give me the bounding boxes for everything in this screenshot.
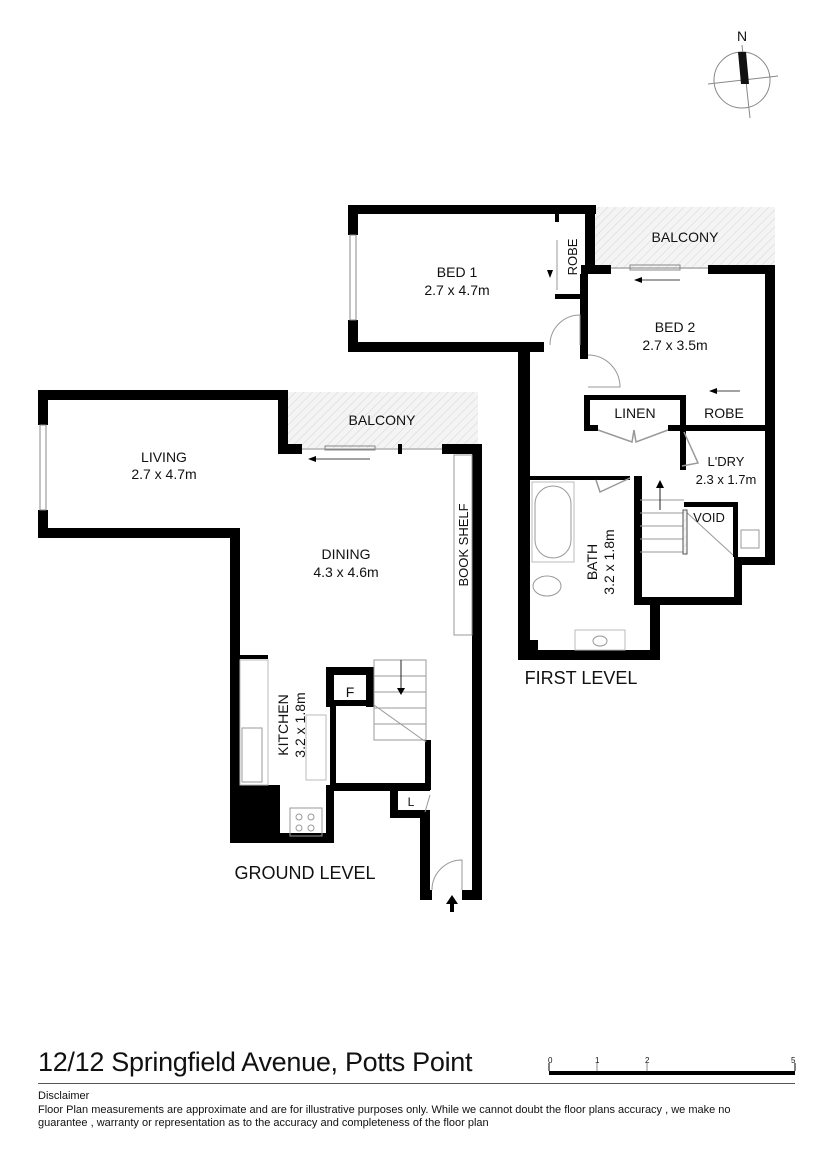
ground-balcony-area — [288, 392, 478, 448]
scale-tick-2: 2 — [645, 1056, 650, 1065]
room-bed2-name: BED 2 — [655, 319, 696, 335]
disclaimer-heading: Disclaimer — [38, 1090, 90, 1102]
first-balcony-area — [595, 207, 775, 269]
first-walls — [348, 205, 775, 660]
room-laundry-size: 2.3 x 1.7m — [696, 472, 757, 487]
first-level-plan: BED 1 2.7 x 4.7m BED 2 2.7 x 3.5m BATH 3… — [348, 205, 775, 688]
room-bath-name: BATH — [584, 544, 600, 580]
room-kitchen-name: KITCHEN — [275, 694, 291, 755]
room-bath-size: 3.2 x 1.8m — [601, 529, 617, 594]
room-robe-bed2: ROBE — [704, 405, 744, 421]
scale-tick-1: 1 — [595, 1056, 600, 1065]
room-laundry-name: L'DRY — [708, 454, 745, 469]
room-bed1-size: 2.7 x 4.7m — [424, 282, 489, 298]
room-dining-name: DINING — [322, 546, 371, 562]
room-linen: LINEN — [614, 405, 655, 421]
ground-level-title: GROUND LEVEL — [234, 863, 375, 883]
compass-icon: N — [707, 28, 779, 119]
disclaimer-text: Floor Plan measurements are approximate … — [38, 1104, 731, 1129]
entry-arrow-icon — [446, 895, 458, 912]
divider — [38, 1083, 795, 1084]
room-kitchen-size: 3.2 x 1.8m — [292, 692, 308, 757]
room-dining-size: 4.3 x 4.6m — [313, 564, 378, 580]
room-ground-balcony: BALCONY — [349, 412, 417, 428]
fridge-label: F — [346, 684, 355, 700]
room-bed2-size: 2.7 x 3.5m — [642, 337, 707, 353]
scale-tick-0: 0 — [548, 1056, 553, 1065]
room-living-size: 2.7 x 4.7m — [131, 466, 196, 482]
compass-north-label: N — [737, 28, 747, 44]
ground-level-plan: LIVING 2.7 x 4.7m DINING 4.3 x 4.6m KITC… — [38, 390, 482, 912]
scale-bar: 0 1 2 5 — [548, 1056, 796, 1075]
room-bed1-name: BED 1 — [437, 264, 478, 280]
laundry-cupboard-label: L — [408, 795, 415, 809]
ground-walls — [38, 390, 482, 900]
scale-tick-5: 5 — [791, 1056, 796, 1065]
room-void: VOID — [693, 510, 725, 525]
book-shelf-label: BOOK SHELF — [456, 503, 471, 586]
room-first-balcony: BALCONY — [652, 229, 720, 245]
property-address: 12/12 Springfield Avenue, Potts Point — [38, 1047, 473, 1077]
room-living-name: LIVING — [141, 449, 187, 465]
first-level-title: FIRST LEVEL — [525, 668, 638, 688]
room-robe-bed1: ROBE — [565, 238, 580, 275]
